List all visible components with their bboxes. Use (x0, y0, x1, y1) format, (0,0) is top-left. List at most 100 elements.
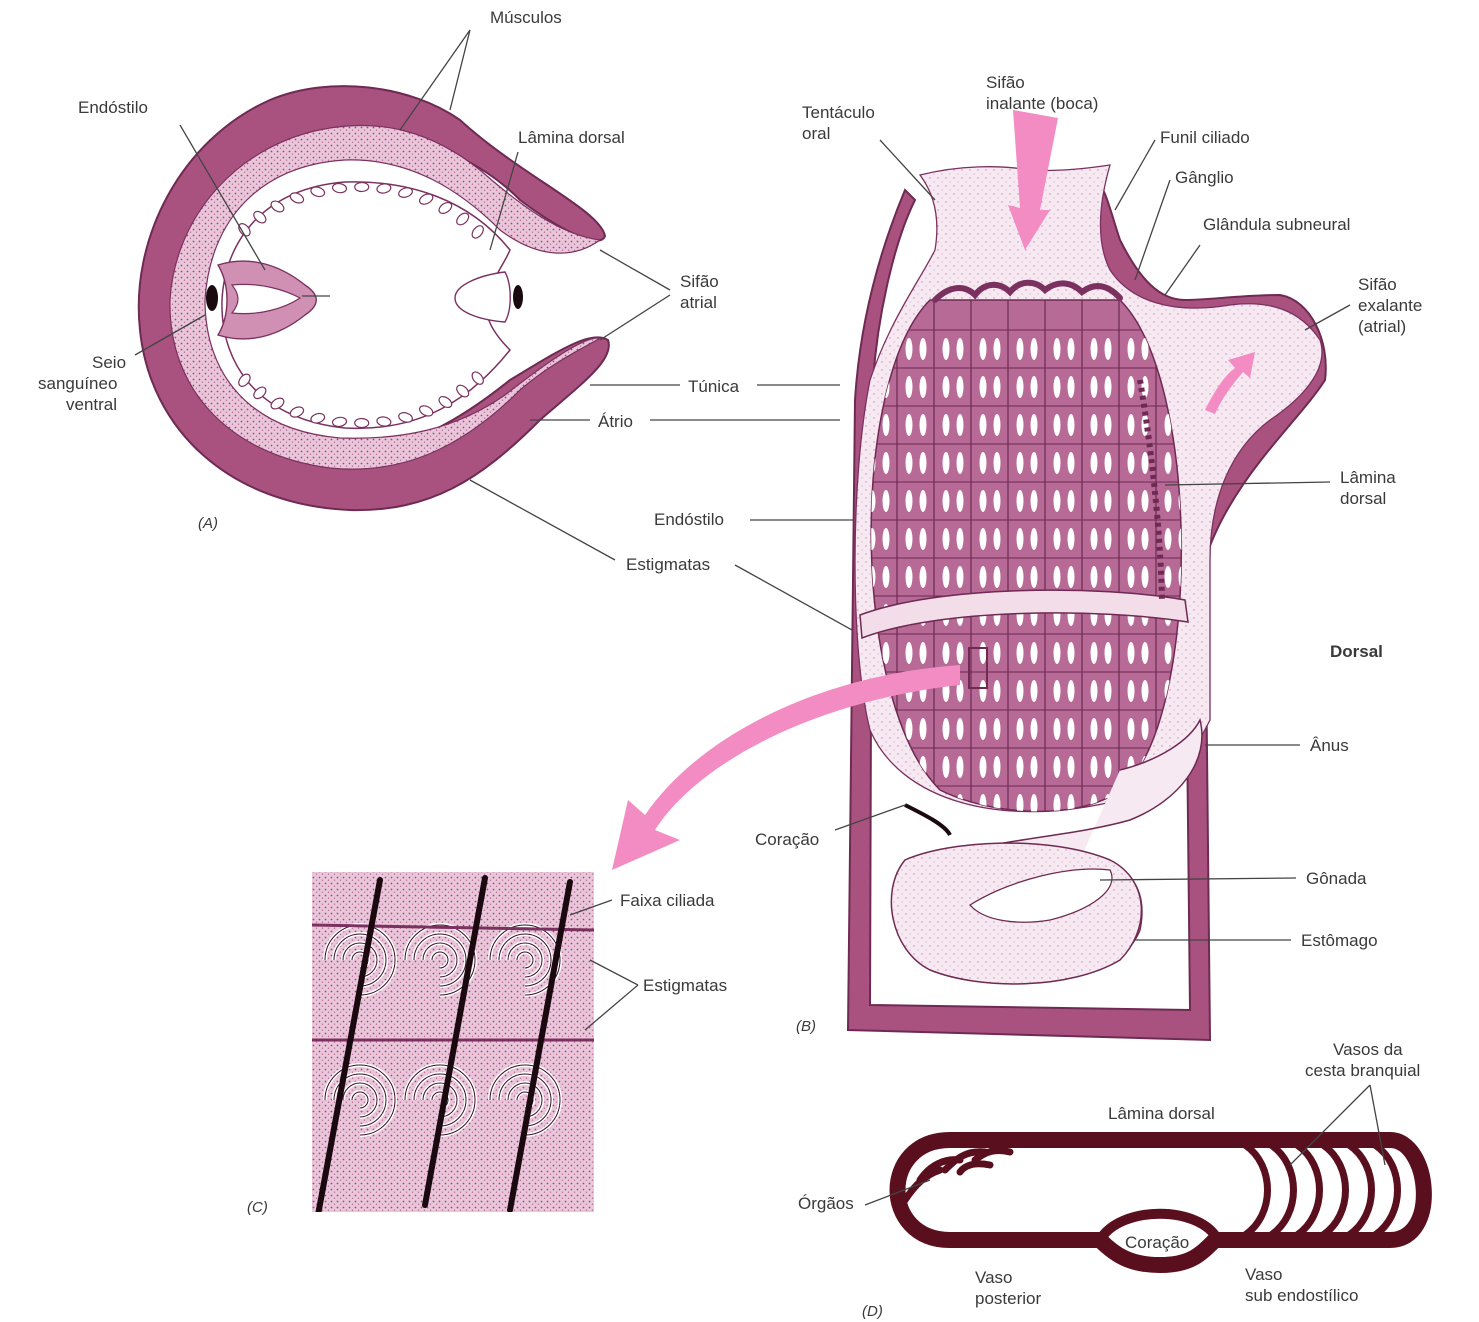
panel-label-a: (A) (198, 515, 218, 532)
basket-slit (1054, 376, 1061, 398)
basket-slit (1017, 414, 1024, 436)
label-coracao-b: Coração (755, 830, 819, 849)
basket-slit (994, 718, 1001, 740)
basket-slit (1105, 490, 1112, 512)
basket-slit (1054, 794, 1061, 816)
basket-slit (994, 642, 1001, 664)
basket-slit (883, 642, 890, 664)
basket-slit (943, 718, 950, 740)
basket-slit (1142, 680, 1149, 702)
stigma (355, 182, 369, 191)
basket-slit (943, 338, 950, 360)
basket-slit (920, 642, 927, 664)
label-sifao-exalante-3: (atrial) (1358, 317, 1406, 336)
basket-slit (1068, 794, 1075, 816)
basket-slit (994, 338, 1001, 360)
label-coracao-d: Coração (1125, 1233, 1189, 1252)
basket-slit (1054, 566, 1061, 588)
basket-slit (1054, 642, 1061, 664)
basket-slit (920, 376, 927, 398)
basket-slit (1068, 490, 1075, 512)
basket-slit (1128, 528, 1135, 550)
basket-slit (883, 414, 890, 436)
label-vaso-sub-2: sub endostílico (1245, 1286, 1358, 1305)
basket-slit (1105, 452, 1112, 474)
basket-slit (1091, 756, 1098, 778)
basket-slit (1031, 376, 1038, 398)
basket-slit (1142, 414, 1149, 436)
basket-slit (980, 642, 987, 664)
basket-slit (994, 566, 1001, 588)
panel-b-lateral-view: Tentáculo oral Sifão inalante (boca) Fun… (755, 73, 1422, 1040)
basket-slit (957, 452, 964, 474)
basket-slit (1017, 794, 1024, 816)
basket-slit (1142, 566, 1149, 588)
basket-slit (906, 528, 913, 550)
basket-slit (943, 452, 950, 474)
basket (871, 300, 1181, 811)
label-musculos: Músculos (490, 8, 562, 27)
basket-slit (883, 528, 890, 550)
dorsal-vessel-a (513, 285, 523, 309)
basket-slit (957, 528, 964, 550)
basket-slit (1091, 642, 1098, 664)
basket-slit (1091, 376, 1098, 398)
basket-slit (1105, 642, 1112, 664)
panel-a-cross-section: Músculos Endóstilo Lâmina dorsal Sifão a… (38, 8, 870, 640)
basket-slit (980, 376, 987, 398)
basket-slit (1031, 680, 1038, 702)
label-lamina-dorsal-d: Lâmina dorsal (1108, 1104, 1215, 1123)
label-dorsal: Dorsal (1330, 642, 1383, 661)
basket-slit (1068, 680, 1075, 702)
basket-slit (1017, 642, 1024, 664)
basket-slit (943, 642, 950, 664)
basket-slit (1031, 528, 1038, 550)
basket-slit (1128, 452, 1135, 474)
basket-slit (980, 452, 987, 474)
label-sifao-inalante-1: Sifão (986, 73, 1025, 92)
basket-slit (920, 414, 927, 436)
basket-slit (994, 490, 1001, 512)
basket-slit (1142, 376, 1149, 398)
basket-slit (957, 566, 964, 588)
basket-slit (920, 452, 927, 474)
basket-slit (980, 756, 987, 778)
basket-slit (1031, 718, 1038, 740)
label-lamina-dorsal-b-2: dorsal (1340, 489, 1386, 508)
basket-slit (1017, 756, 1024, 778)
basket-slit (980, 718, 987, 740)
label-ganglio: Gânglio (1175, 168, 1234, 187)
basket-slit (1165, 490, 1172, 512)
basket-slit (1128, 566, 1135, 588)
label-atrio: Átrio (598, 412, 633, 431)
blood-sinus-ventral (206, 285, 218, 311)
basket-slit (1068, 376, 1075, 398)
basket-slit (1128, 718, 1135, 740)
basket-slit (980, 528, 987, 550)
basket-slit (906, 376, 913, 398)
basket-slit (1017, 376, 1024, 398)
label-seio-3: ventral (66, 395, 117, 414)
basket-slit (1128, 680, 1135, 702)
basket-slit (1091, 566, 1098, 588)
basket-slit (1031, 338, 1038, 360)
basket-slit (980, 680, 987, 702)
basket-slit (1105, 376, 1112, 398)
label-sifao-atrial-2: atrial (680, 293, 717, 312)
basket-slit (1068, 528, 1075, 550)
basket-slit (980, 414, 987, 436)
basket-slit (1165, 452, 1172, 474)
basket-slit (943, 376, 950, 398)
label-vaso-posterior-1: Vaso (975, 1268, 1013, 1287)
panel-d-circulation: Vasos da cesta branquial Lâmina dorsal Ó… (798, 1040, 1424, 1320)
basket-slit (1091, 338, 1098, 360)
label-funil-ciliado: Funil ciliado (1160, 128, 1250, 147)
basket-slit (994, 794, 1001, 816)
basket-slit (1017, 718, 1024, 740)
basket-slit (994, 756, 1001, 778)
basket-slit (1031, 794, 1038, 816)
basket-slit (957, 338, 964, 360)
basket-slit (1068, 718, 1075, 740)
label-estigmatas-a: Estigmatas (626, 555, 710, 574)
basket-slit (1031, 756, 1038, 778)
